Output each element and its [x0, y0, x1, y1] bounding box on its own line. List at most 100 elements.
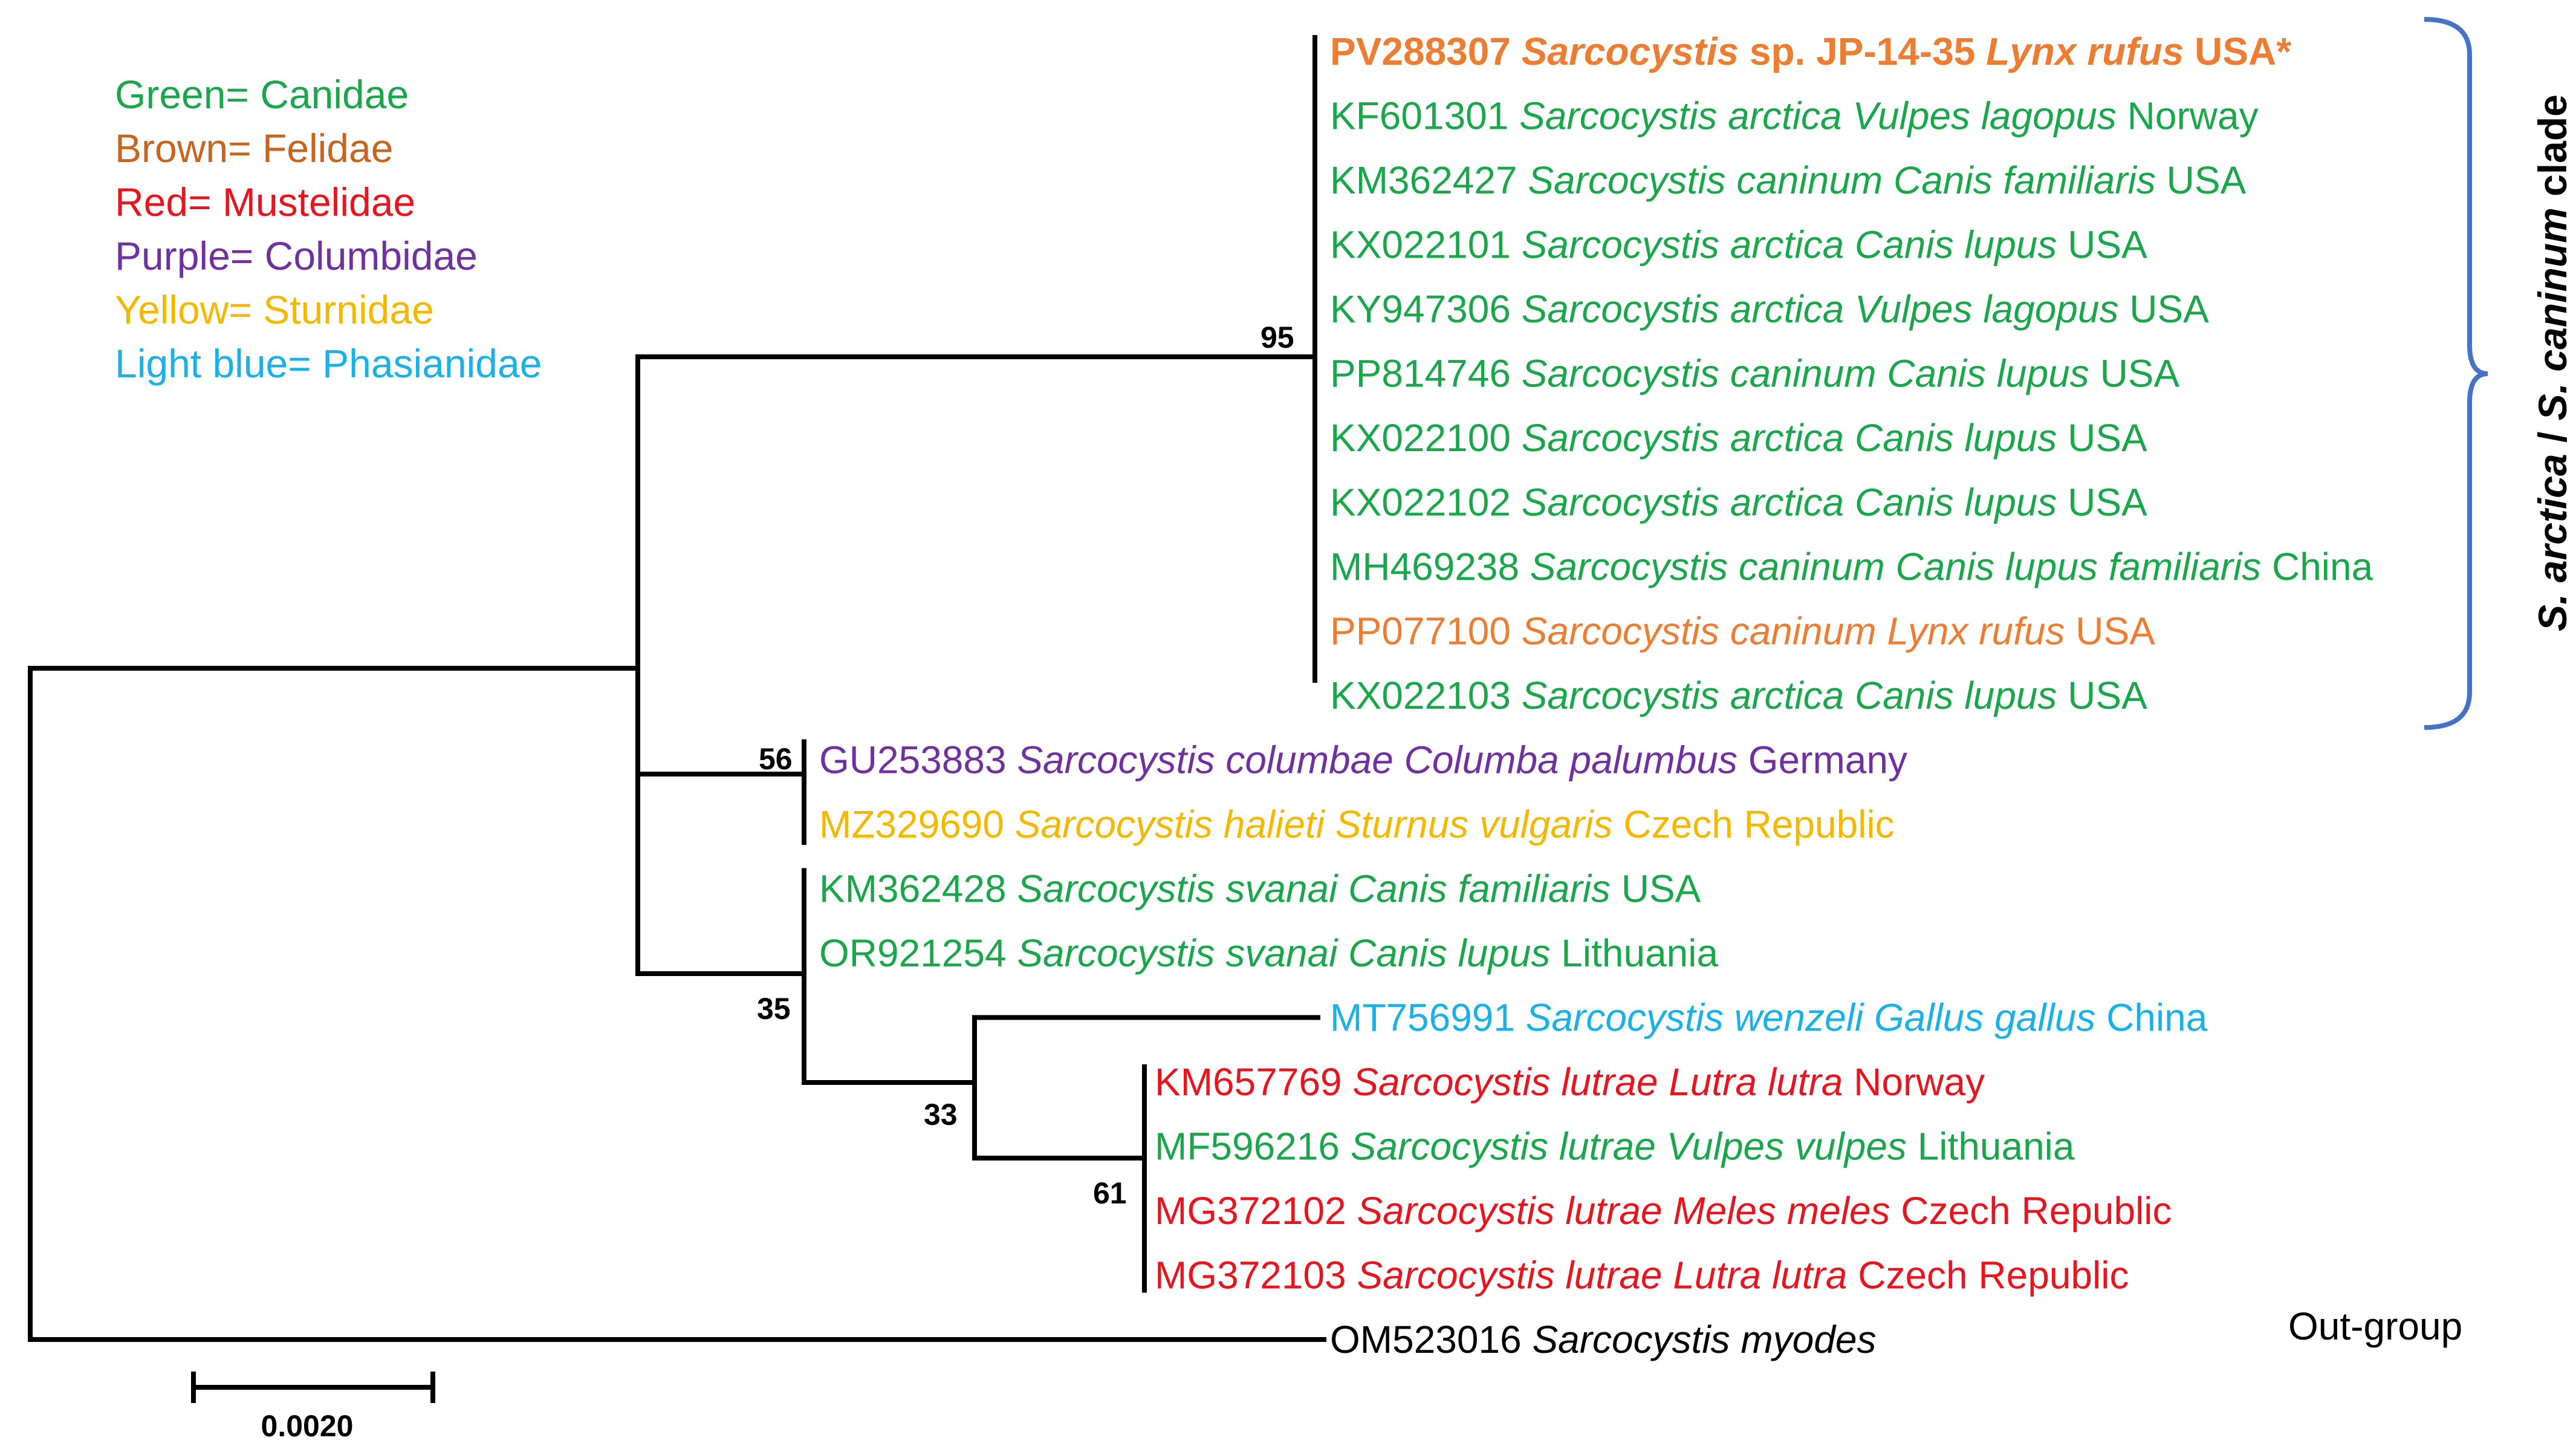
- leaf-country: Lithuania: [1551, 931, 1719, 975]
- leaf-species: Sarcocystis arctica: [1508, 94, 1841, 138]
- leaf-country: Norway: [1843, 1060, 1985, 1104]
- leaf-acc: MZ329690: [819, 803, 1004, 846]
- leaf-acc: KX022102: [1330, 481, 1511, 524]
- leaf-country: Norway: [2117, 94, 2259, 138]
- leaf-acc: MH469238: [1330, 545, 1519, 588]
- leaf-label: PP077100 Sarcocystis caninum Lynx rufus …: [1330, 610, 2155, 653]
- outgroup-label: Out-group: [2288, 1304, 2462, 1348]
- leaf-host: Canis familiaris: [1883, 158, 2156, 202]
- leaf-acc: KX022100: [1330, 416, 1511, 460]
- leaf-host: Lynx rufus: [1877, 610, 2065, 653]
- leaf-label: OR921254 Sarcocystis svanai Canis lupus …: [819, 931, 1718, 975]
- legend-item: Red= Mustelidae: [115, 180, 416, 224]
- leaf-species: Sarcocystis arctica: [1511, 674, 1844, 717]
- leaf-labels: PV288307 Sarcocystis sp. JP-14-35 Lynx r…: [819, 30, 2373, 1361]
- leaf-country: USA: [2118, 287, 2209, 331]
- leaf-label: KF601301 Sarcocystis arctica Vulpes lago…: [1330, 94, 2259, 138]
- bootstrap-33: 33: [924, 1098, 958, 1131]
- scale-bar-label: 0.0020: [261, 1409, 354, 1443]
- leaf-species: Sarcocystis myodes: [1522, 1318, 1877, 1361]
- leaf-species: Sarcocystis caninum: [1511, 610, 1877, 653]
- leaf-acc: KX022103: [1330, 674, 1511, 717]
- leaf-country: USA: [2057, 481, 2147, 524]
- leaf-label: KM362428 Sarcocystis svanai Canis famili…: [819, 867, 1701, 911]
- leaf-label: MG372102 Sarcocystis lutrae Meles meles …: [1155, 1189, 2172, 1232]
- leaf-acc: KY947306: [1330, 287, 1511, 331]
- leaf-host: Lynx rufus: [1975, 30, 2184, 73]
- leaf-label: KX022100 Sarcocystis arctica Canis lupus…: [1330, 416, 2147, 460]
- leaf-country: USA: [2057, 223, 2147, 267]
- bootstrap-95: 95: [1260, 321, 1294, 354]
- leaf-country: USA: [1611, 867, 1701, 911]
- leaf-host: Vulpes lagopus: [1844, 287, 2118, 331]
- clade-label: S. arctica / S. caninum clade: [2530, 94, 2575, 631]
- leaf-host: Columba palumbus: [1393, 738, 1737, 782]
- leaf-acc: MG372102: [1155, 1189, 1346, 1232]
- leaf-country: USA: [2065, 610, 2155, 653]
- leaf-label: PV288307 Sarcocystis sp. JP-14-35 Lynx r…: [1330, 30, 2291, 73]
- leaf-label: MZ329690 Sarcocystis halieti Sturnus vul…: [819, 803, 1895, 846]
- leaf-extra: sp. JP-14-35: [1739, 30, 1975, 73]
- leaf-label: KY947306 Sarcocystis arctica Vulpes lago…: [1330, 287, 2209, 331]
- legend-item: Purple= Columbidae: [115, 233, 478, 278]
- leaf-country: USA: [2089, 352, 2180, 396]
- leaf-species: Sarcocystis halieti: [1004, 803, 1326, 846]
- leaf-species: Sarcocystis svanai: [1007, 931, 1339, 975]
- leaf-species: Sarcocystis wenzeli: [1515, 996, 1864, 1040]
- leaf-label: GU253883 Sarcocystis columbae Columba pa…: [819, 738, 1907, 782]
- leaf-host: Canis lupus: [1844, 223, 2057, 267]
- leaf-species: Sarcocystis arctica: [1511, 223, 1844, 267]
- leaf-species: Sarcocystis: [1511, 30, 1739, 73]
- leaf-label: OM523016 Sarcocystis myodes: [1330, 1318, 1877, 1361]
- leaf-acc: KM362427: [1330, 158, 1517, 202]
- leaf-acc: MF596216: [1155, 1125, 1340, 1168]
- leaf-species: Sarcocystis arctica: [1511, 416, 1844, 460]
- leaf-acc: KF601301: [1330, 94, 1508, 138]
- clade-label-part2: S. caninum: [2530, 207, 2575, 420]
- leaf-acc: PV288307: [1330, 30, 1511, 73]
- scale-bar: [191, 1372, 435, 1403]
- leaf-species: Sarcocystis caninum: [1517, 158, 1883, 202]
- leaf-country: Czech Republic: [1890, 1189, 2172, 1232]
- clade-label-part1: S. arctica: [2530, 454, 2575, 631]
- bootstrap-values: 95 56 35 33 61: [757, 321, 1294, 1210]
- leaf-acc: MT756991: [1330, 996, 1515, 1040]
- leaf-host: Canis lupus: [1877, 352, 2089, 396]
- bootstrap-35: 35: [757, 992, 791, 1026]
- leaf-host: Vulpes lagopus: [1842, 94, 2117, 138]
- leaf-species: Sarcocystis caninum: [1519, 545, 1885, 588]
- bootstrap-61: 61: [1093, 1176, 1127, 1210]
- leaf-country: China: [2261, 545, 2373, 588]
- clade-bracket: [2424, 17, 2488, 730]
- leaf-species: Sarcocystis lutrae: [1342, 1060, 1658, 1104]
- legend-item: Light blue= Phasianidae: [115, 341, 542, 386]
- leaf-species: Sarcocystis svanai: [1007, 867, 1339, 911]
- leaf-country: Czech Republic: [1613, 803, 1895, 846]
- leaf-country: USA: [2156, 158, 2247, 202]
- leaf-acc: OM523016: [1330, 1318, 1522, 1361]
- legend-item: Yellow= Sturnidae: [115, 287, 434, 332]
- leaf-label: KX022101 Sarcocystis arctica Canis lupus…: [1330, 223, 2147, 267]
- leaf-acc: MG372103: [1155, 1254, 1346, 1297]
- leaf-acc: KX022101: [1330, 223, 1511, 267]
- leaf-host: Canis lupus familiaris: [1885, 545, 2261, 588]
- leaf-label: KX022102 Sarcocystis arctica Canis lupus…: [1330, 481, 2147, 524]
- leaf-host: Lutra lutra: [1658, 1060, 1843, 1104]
- leaf-label: PP814746 Sarcocystis caninum Canis lupus…: [1330, 352, 2179, 396]
- leaf-species: Sarcocystis lutrae: [1346, 1189, 1663, 1232]
- leaf-species: Sarcocystis arctica: [1511, 287, 1844, 331]
- leaf-country: USA: [2057, 674, 2147, 717]
- leaf-country: Czech Republic: [1847, 1254, 2129, 1297]
- leaf-species: Sarcocystis caninum: [1511, 352, 1877, 396]
- leaf-country: USA: [2057, 416, 2147, 460]
- leaf-label: KM362427 Sarcocystis caninum Canis famil…: [1330, 158, 2247, 202]
- leaf-species: Sarcocystis arctica: [1511, 481, 1844, 524]
- leaf-acc: KM657769: [1155, 1060, 1342, 1104]
- leaf-acc: PP814746: [1330, 352, 1511, 396]
- leaf-acc: PP077100: [1330, 610, 1511, 653]
- leaf-species: Sarcocystis lutrae: [1346, 1254, 1663, 1297]
- leaf-acc: OR921254: [819, 931, 1007, 975]
- leaf-host: Vulpes vulpes: [1656, 1125, 1907, 1168]
- leaf-label: MH469238 Sarcocystis caninum Canis lupus…: [1330, 545, 2373, 588]
- leaf-host: Canis lupus: [1844, 416, 2057, 460]
